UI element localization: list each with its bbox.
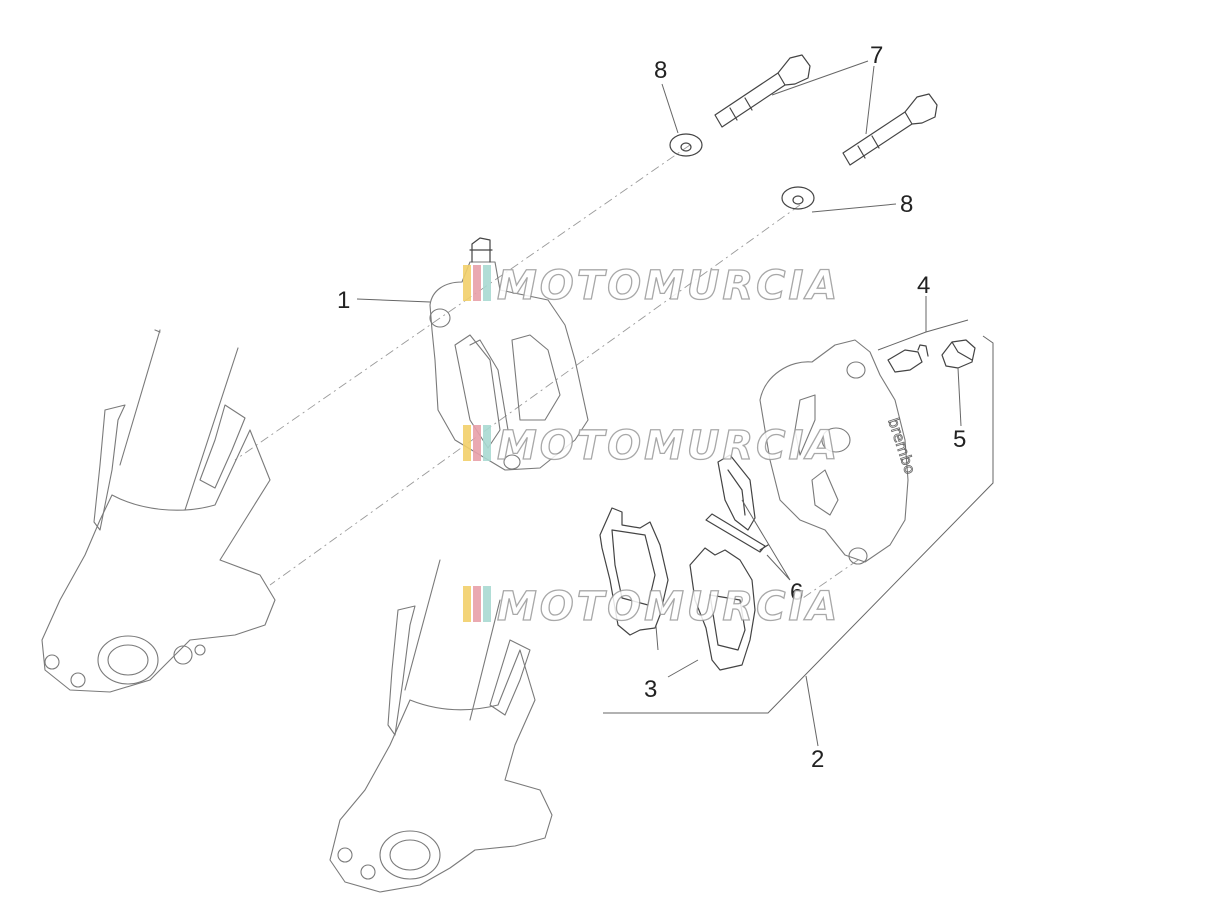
- brake-pad-rear: [689, 547, 756, 671]
- leader-4: [877, 296, 969, 351]
- caliper-left-bleed-valve: [469, 237, 493, 263]
- watermark-text: MOTOMURCIA: [497, 263, 840, 309]
- fork-slider-right: [329, 649, 553, 893]
- fork-axle-bore-left-inner: [107, 644, 149, 676]
- callout-8b: 8: [900, 191, 913, 218]
- leader-lines: [356, 60, 994, 747]
- caliper-right-mount-hole: [848, 547, 868, 565]
- caliper-right-body: [759, 339, 909, 563]
- washer-upper-hole: [680, 142, 692, 152]
- fork-bolt-hole-left-2: [70, 672, 86, 688]
- leader-1: [356, 298, 431, 303]
- washer-lower: [781, 186, 815, 210]
- watermark-stripe-3: [483, 425, 491, 461]
- watermark-stripe-1: [463, 586, 471, 622]
- fork-tube-left: [119, 329, 239, 511]
- callout-4: 4: [917, 272, 930, 299]
- callout-7: 7: [870, 42, 883, 69]
- watermark-stripe-1: [463, 265, 471, 301]
- fork-leg-left: [41, 329, 276, 693]
- watermark-stripe-2: [473, 265, 481, 301]
- caliper-right-piston-1: [821, 427, 851, 453]
- watermark-text: MOTOMURCIA: [497, 584, 840, 630]
- caliper-left-piston-area: [511, 334, 561, 421]
- fork-bracket-right: [387, 605, 531, 736]
- leader-3: [655, 625, 699, 678]
- leader-2: [805, 675, 819, 747]
- watermark-stripe-1: [463, 425, 471, 461]
- caliper-left-mount-hole: [429, 308, 451, 328]
- bleed-valve: [887, 344, 929, 373]
- washers: [669, 133, 815, 210]
- fork-bolt-hole-left-3: [173, 645, 193, 665]
- fork-bolt-hole-right-2: [360, 864, 376, 880]
- washer-lower-hole: [792, 195, 804, 205]
- washer-upper: [669, 133, 703, 157]
- callout-5: 5: [953, 426, 966, 453]
- watermark-top: MOTOMURCIA: [463, 262, 840, 310]
- leader-6: [741, 499, 791, 581]
- caliper-screws: [714, 54, 938, 166]
- leader-7: [771, 60, 875, 135]
- axis-line-upper: [234, 144, 691, 461]
- callout-3: 3: [644, 676, 657, 703]
- caliper-right-piston-2: [846, 361, 866, 379]
- assembly-axis-lines: [234, 144, 859, 601]
- callout-6: 6: [790, 579, 803, 606]
- leader-8b: [811, 203, 897, 213]
- watermark-stripe-2: [473, 425, 481, 461]
- fork-leg-right: [329, 559, 553, 893]
- caliper-screw-lower: [842, 93, 938, 166]
- fork-axle-bore-right: [379, 830, 441, 880]
- pad-retaining-pin: [705, 513, 769, 553]
- leader-2-bracket: [603, 335, 994, 714]
- caliper-left-mount-hole-lower: [503, 454, 521, 470]
- axis-line-right: [799, 559, 859, 601]
- fork-slider-left: [41, 429, 276, 693]
- fork-axle-bore-left: [97, 635, 159, 685]
- fork-bolt-hole-right-1: [337, 847, 353, 863]
- pad-spring: [717, 454, 756, 531]
- fork-axle-bore-right-inner: [389, 839, 431, 871]
- leader-8a: [661, 83, 679, 134]
- callout-8a: 8: [654, 57, 667, 84]
- brake-pad-front: [599, 507, 669, 636]
- caliper-screw-upper: [714, 54, 811, 128]
- bleed-valve-kit: [887, 339, 976, 373]
- watermark-stripe-3: [483, 265, 491, 301]
- watermark-middle: MOTOMURCIA: [463, 422, 840, 470]
- callout-labels: 1 2 3 4 5 6 7 8 8: [337, 42, 966, 773]
- axis-line-lower: [269, 204, 801, 586]
- watermark-bottom: MOTOMURCIA: [463, 583, 840, 631]
- callout-2: 2: [811, 746, 824, 773]
- bleed-valve-cap: [941, 339, 976, 369]
- fork-bolt-hole-left-1: [44, 654, 60, 670]
- brake-pads: [599, 507, 756, 671]
- caliper-right-window: [794, 394, 839, 516]
- watermark-stripe-3: [483, 586, 491, 622]
- caliper-left-pad-edge: [454, 334, 509, 449]
- leader-5: [957, 367, 962, 427]
- fork-tube-right: [404, 559, 501, 721]
- pad-spring-and-pin: [705, 454, 769, 553]
- watermark-text: MOTOMURCIA: [497, 423, 840, 469]
- caliper-brand-lettering: brembo: [884, 416, 919, 477]
- fork-bracket-left: [93, 404, 246, 531]
- callout-1: 1: [337, 287, 350, 314]
- watermark-stripe-2: [473, 586, 481, 622]
- fork-bolt-hole-left-4: [194, 644, 206, 656]
